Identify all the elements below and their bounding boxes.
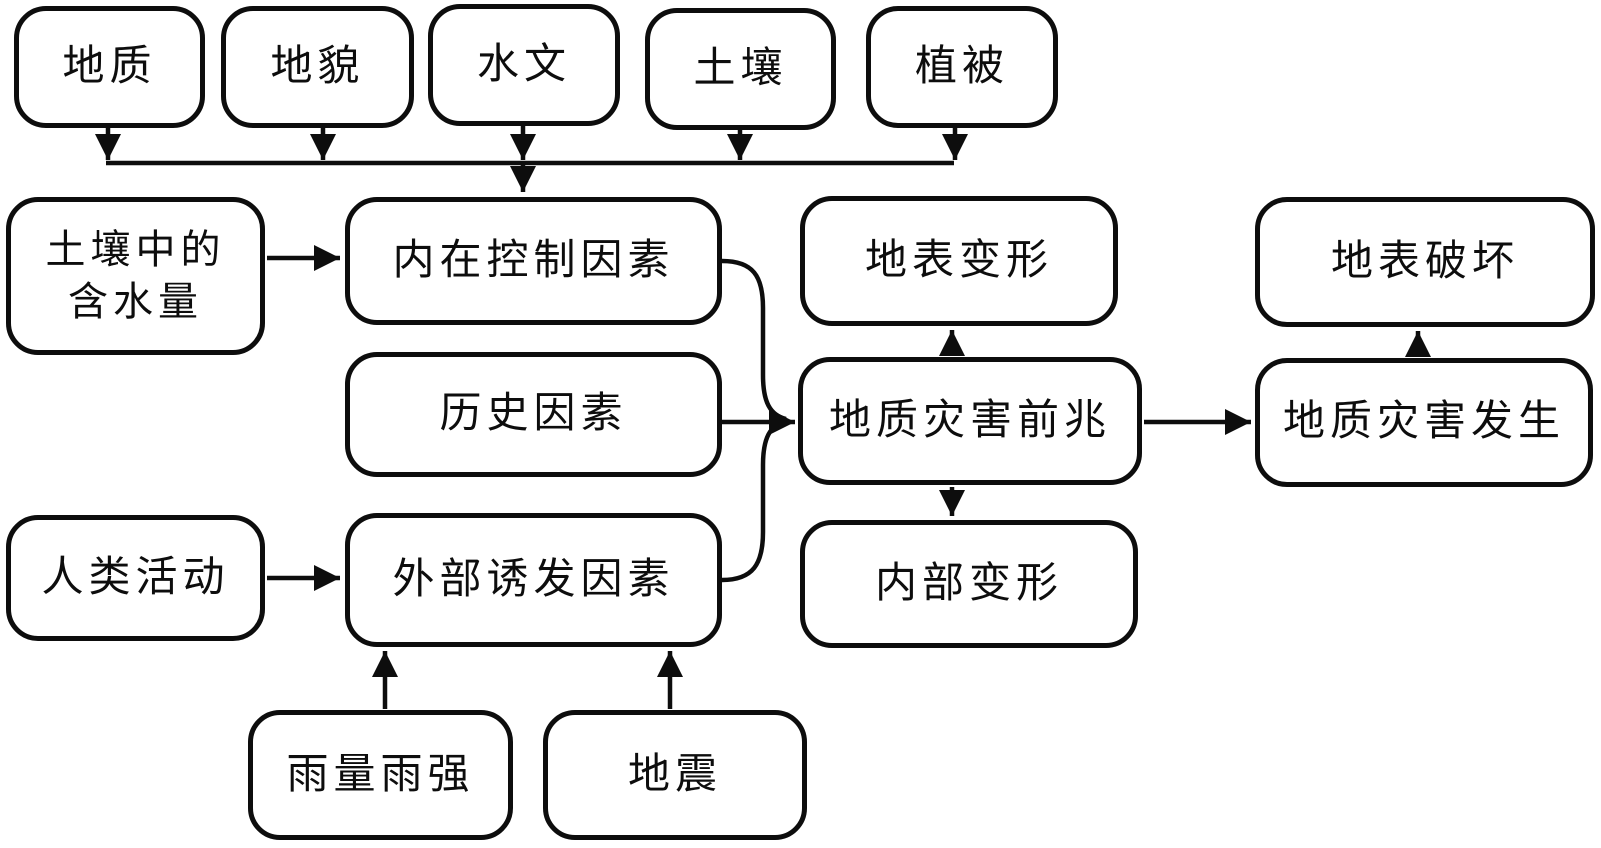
node-hydrology: 水文 [428, 4, 620, 126]
node-label: 历史因素 [439, 391, 628, 438]
node-rainfall-amount-intensity: 雨量雨强 [248, 710, 513, 840]
node-geomorphology: 地貌 [221, 6, 414, 128]
node-soil-water-content: 土壤中的 含水量 [6, 197, 265, 355]
node-label: 地表破坏 [1330, 238, 1519, 285]
node-label: 地表变形 [864, 237, 1053, 284]
node-label: 土壤 [693, 45, 788, 92]
node-label: 地质灾害前兆 [828, 397, 1111, 444]
node-surface-deformation: 地表变形 [800, 196, 1118, 326]
edge-external-trigger-precursor [721, 418, 787, 583]
node-label: 地震 [627, 751, 722, 798]
node-label: 土壤中的 含水量 [45, 227, 226, 324]
node-label: 地貌 [270, 43, 365, 90]
edge-internal-control-precursor [721, 258, 787, 422]
node-vegetation: 植被 [866, 6, 1058, 128]
node-label: 人类活动 [41, 554, 230, 601]
node-label: 地质灾害发生 [1282, 399, 1565, 446]
node-label: 内在控制因素 [392, 237, 675, 284]
node-historical-factors: 历史因素 [345, 352, 722, 477]
node-internal-control-factors: 内在控制因素 [345, 197, 722, 325]
node-earthquake: 地震 [543, 710, 807, 840]
node-soil: 土壤 [645, 8, 836, 130]
node-label: 水文 [476, 41, 571, 88]
node-surface-destruction: 地表破坏 [1255, 197, 1595, 327]
node-disaster-occurrence: 地质灾害发生 [1255, 358, 1593, 487]
node-label: 雨量雨强 [286, 751, 475, 798]
node-internal-deformation: 内部变形 [800, 520, 1138, 648]
node-label: 地质 [62, 43, 157, 90]
node-label: 植被 [914, 43, 1009, 90]
node-external-trigger-factors: 外部诱发因素 [345, 513, 722, 647]
node-human-activity: 人类活动 [6, 515, 265, 641]
node-geology: 地质 [14, 6, 205, 128]
node-disaster-precursor: 地质灾害前兆 [798, 357, 1142, 485]
node-label: 外部诱发因素 [392, 556, 675, 603]
node-label: 内部变形 [874, 560, 1063, 607]
